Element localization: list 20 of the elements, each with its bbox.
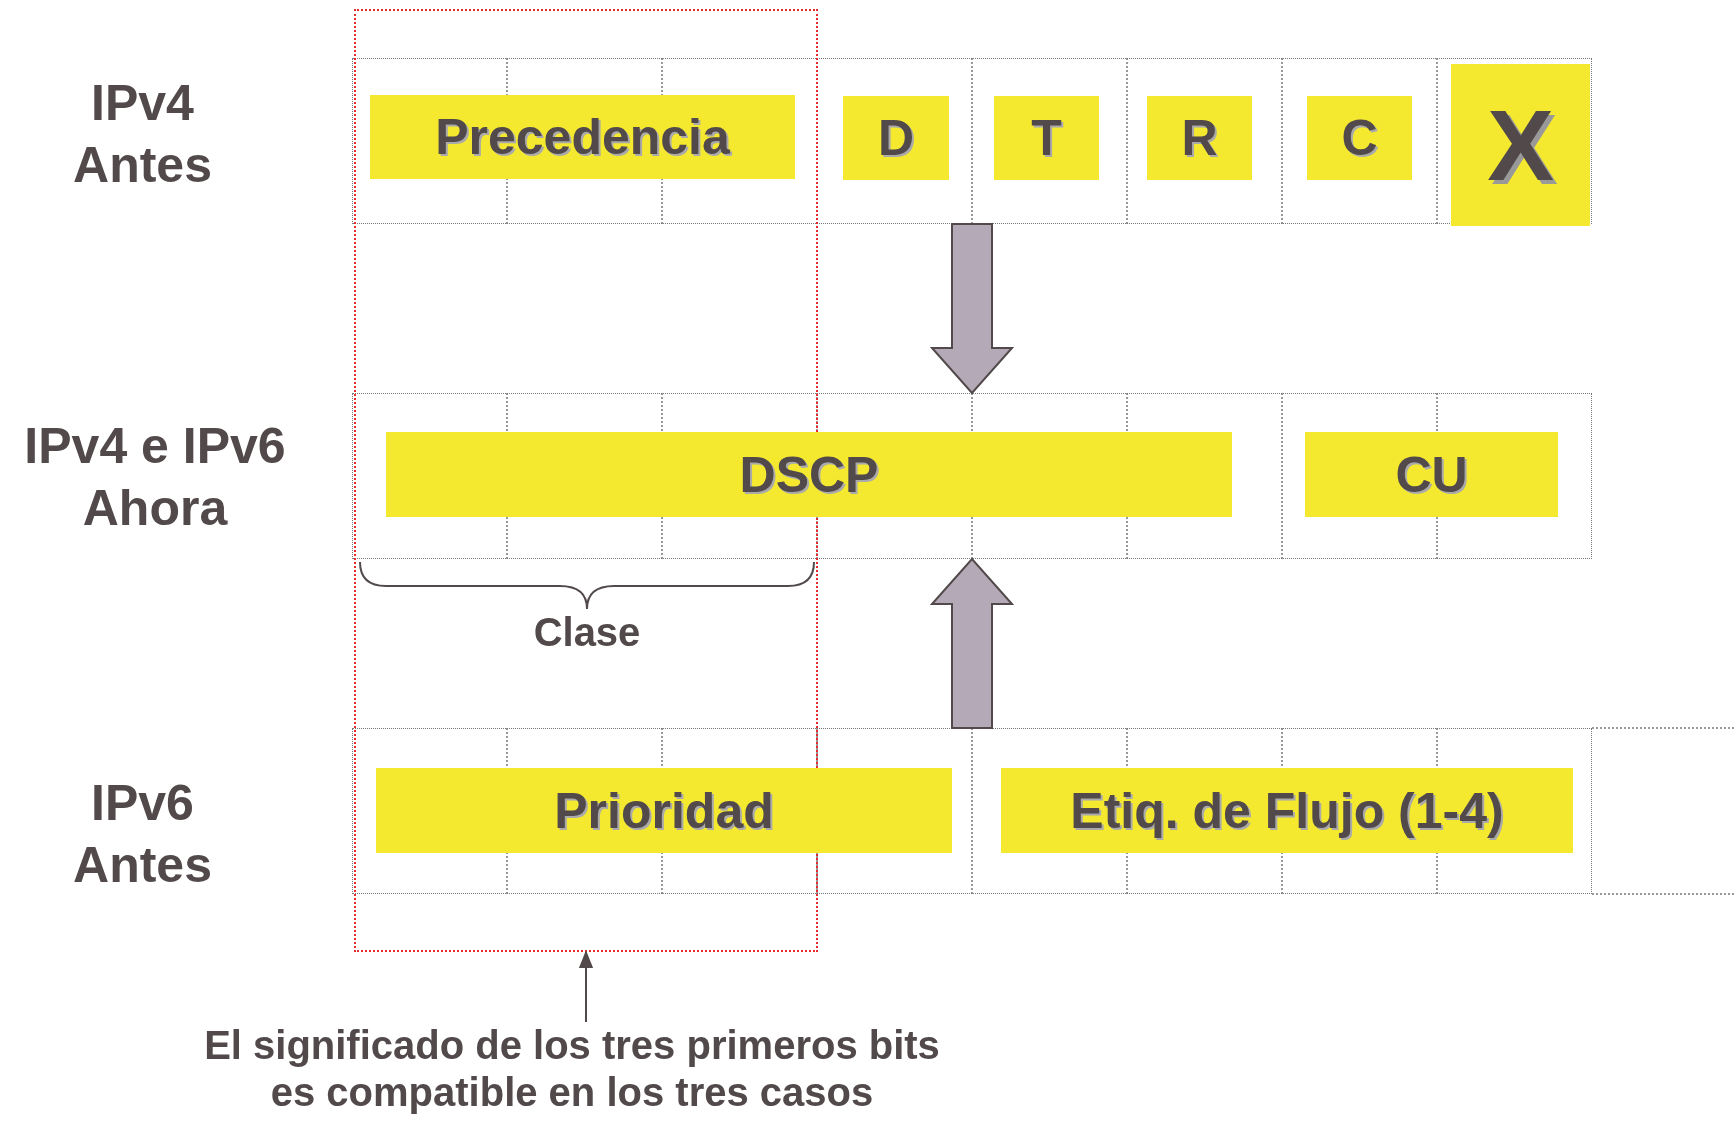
bit-field: Etiq. de Flujo (1-4): [1001, 768, 1573, 853]
bit-field: Prioridad: [376, 768, 952, 853]
row-label: IPv4 Antes: [72, 74, 213, 195]
bit-field: R: [1147, 96, 1252, 180]
bit-field: T: [994, 96, 1099, 180]
note-text: El significado de los tres primeros bits es compatible en los tres casos: [197, 1022, 947, 1118]
leader-line: [578, 950, 594, 1023]
arrow: [929, 223, 1015, 395]
row-label: IPv4 e IPv6 Ahora: [23, 417, 287, 538]
bit-field-row: [352, 393, 1592, 559]
bit-field: X: [1451, 64, 1590, 226]
brace-label: Clase: [532, 610, 642, 655]
bit-field: CU: [1305, 432, 1558, 517]
bit-field: Precedencia: [370, 95, 795, 179]
bit-field: DSCP: [386, 432, 1232, 517]
bit-field-row: [352, 728, 1592, 894]
bit-field: C: [1307, 96, 1412, 180]
bit-field: D: [843, 96, 949, 180]
row-label: IPv6 Antes: [72, 774, 213, 895]
arrow: [929, 557, 1015, 729]
